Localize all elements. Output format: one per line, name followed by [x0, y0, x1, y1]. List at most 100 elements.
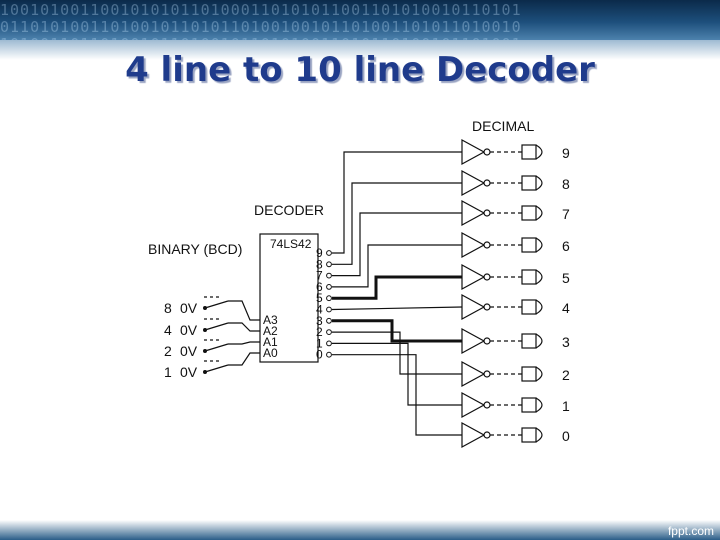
inverter-bubble — [483, 303, 491, 311]
output-pin-bubble — [326, 306, 332, 313]
led-lens — [535, 427, 543, 443]
chip-output-pin-4: 4 — [316, 303, 332, 317]
chip-output-pin-0: 0 — [316, 348, 332, 362]
output-pin-bubble — [326, 284, 332, 290]
output-pin-bubble — [326, 317, 332, 324]
led-lens — [535, 366, 543, 382]
input-wire — [228, 352, 260, 366]
output-stage-6: 6 — [461, 231, 570, 259]
chip-output-pin-1: 1 — [316, 336, 332, 350]
switch-lever — [204, 364, 229, 373]
led-lens — [535, 175, 543, 191]
decimal-output-label: 1 — [562, 398, 570, 414]
chip-output-pin-5: 5 — [316, 291, 332, 305]
wire-output-4 — [331, 306, 463, 311]
wire-output-8 — [332, 182, 462, 265]
footer-bar — [0, 520, 720, 540]
chip-input-pin: A1 — [263, 335, 278, 349]
decimal-output-label: 7 — [562, 206, 570, 222]
header-fade — [0, 40, 720, 60]
led-body — [521, 205, 537, 221]
chip-label: 74LS42 — [270, 237, 312, 251]
output-pin-bubble — [326, 329, 332, 336]
input-wire — [228, 341, 260, 345]
output-pin-bubble — [326, 295, 332, 302]
led-lens — [535, 269, 543, 285]
binary-pattern-decoration: 1001010011001010101101000110101011001101… — [0, 1, 522, 41]
led-lens — [535, 237, 543, 253]
wire-output-3 — [332, 319, 462, 343]
static-labels: DECIMAL DECODER BINARY (BCD) — [148, 118, 534, 257]
decimal-output-label: 8 — [562, 176, 570, 192]
input-switch-2: 2 0V A1 — [164, 335, 278, 359]
buffer-triangle — [461, 421, 486, 449]
wire-output-7 — [332, 212, 462, 277]
buffer-triangle — [461, 138, 486, 166]
decimal-output-label: 5 — [562, 270, 570, 286]
decoder-label: DECODER — [254, 202, 324, 218]
chip-output-pin-label: 2 — [316, 325, 323, 339]
input-weight: 2 — [164, 343, 172, 359]
buffer-triangle — [461, 360, 486, 388]
output-pin-bubble — [326, 272, 332, 279]
input-wire — [228, 300, 260, 321]
inverter-bubble — [483, 209, 491, 217]
wire-output-9 — [332, 151, 462, 254]
input-weight: 8 — [164, 300, 172, 316]
inverter-bubble — [483, 241, 491, 249]
chip-output-pin-label: 7 — [316, 269, 323, 283]
led-body — [521, 366, 537, 382]
input-state: 0V — [180, 300, 198, 316]
output-stage-2: 2 — [461, 360, 570, 388]
decimal-output-label: 3 — [562, 334, 570, 350]
switch-lever — [204, 343, 229, 352]
decimal-output-label: 9 — [562, 145, 570, 161]
input-state: 0V — [180, 322, 198, 338]
inverter-bubble — [483, 273, 491, 281]
decimal-output-label: 2 — [562, 367, 570, 383]
led-body — [521, 269, 537, 285]
chip-output-pin-8: 8 — [316, 257, 332, 271]
wire-output-6 — [332, 244, 462, 288]
led-body — [521, 144, 537, 160]
switch-lever — [204, 300, 229, 309]
decimal-output-label: 4 — [562, 300, 570, 316]
led-body — [521, 175, 537, 191]
led-lens — [535, 333, 543, 349]
input-weight: 4 — [164, 322, 172, 338]
chip-body — [259, 233, 319, 363]
led-lens — [535, 299, 543, 315]
led-body — [521, 333, 537, 349]
output-stage-4: 4 — [461, 293, 570, 321]
output-stage-5: 5 — [461, 263, 570, 291]
inverter-bubble — [483, 370, 491, 378]
chip-output-pin-label: 9 — [316, 246, 323, 260]
wire-output-0 — [332, 354, 462, 436]
chip-output-pin-2: 2 — [316, 325, 332, 339]
chip-output-pin-6: 6 — [316, 280, 332, 294]
input-state: 0V — [180, 343, 198, 359]
output-stage-3: 3 — [461, 327, 570, 355]
buffer-triangle — [461, 169, 486, 197]
led-lens — [535, 397, 543, 413]
chip-output-pin-3: 3 — [316, 314, 332, 328]
decimal-output-label: 6 — [562, 238, 570, 254]
chip-output-pin-label: 6 — [316, 280, 323, 294]
buffer-triangle — [461, 263, 486, 291]
wire-output-2 — [332, 331, 462, 375]
chip-output-pin-label: 8 — [316, 257, 323, 271]
chip-output-pin-label: 4 — [316, 303, 323, 317]
output-stage-9: 9 — [461, 138, 570, 166]
binary-label: BINARY (BCD) — [148, 241, 242, 257]
output-stage-8: 8 — [461, 169, 570, 197]
chip-output-pin-label: 5 — [316, 291, 323, 305]
output-stage-1: 1 — [461, 391, 570, 419]
buffer-triangle — [461, 391, 486, 419]
wire-output-5 — [332, 275, 462, 300]
output-stage-7: 7 — [461, 199, 570, 227]
inverter-bubble — [483, 431, 491, 439]
